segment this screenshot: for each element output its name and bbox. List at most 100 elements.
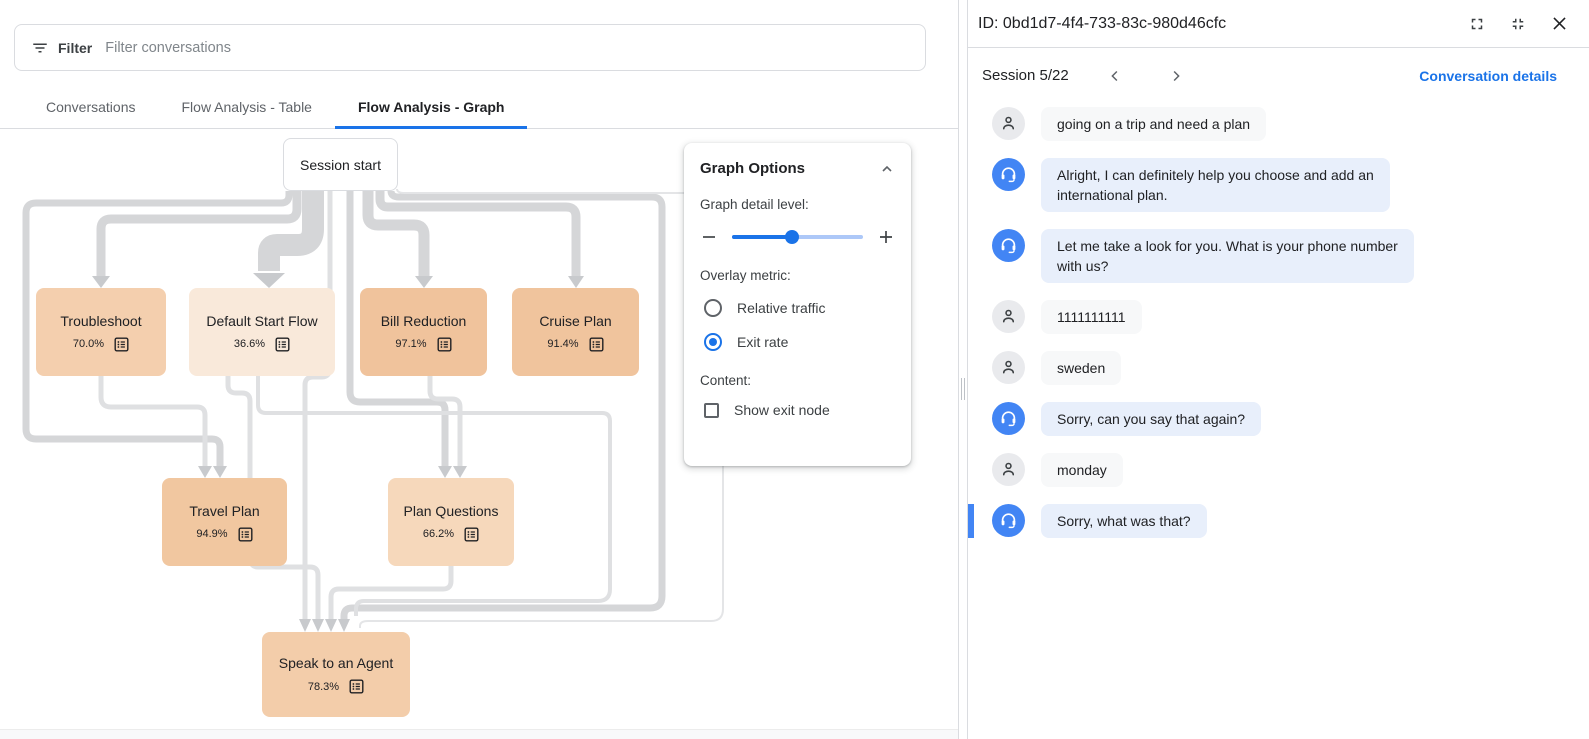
headset-icon (1001, 411, 1016, 427)
exit-rate-value: 66.2% (422, 528, 455, 540)
node-details-button[interactable] (589, 337, 604, 352)
next-session-button[interactable] (1167, 67, 1185, 85)
tab-flow-analysis-table[interactable]: Flow Analysis - Table (181, 99, 312, 115)
node-stats: 70.0% (73, 337, 129, 352)
node-session-start[interactable]: Session start (283, 138, 398, 191)
node-stats: 97.1% (395, 337, 452, 352)
left-section: Filter Conversations Flow Analysis - Tabl… (0, 24, 958, 739)
radio-exit-rate[interactable]: Exit rate (704, 333, 895, 351)
radio-icon (704, 299, 722, 317)
node-plan-questions[interactable]: Plan Questions 66.2% (388, 478, 514, 566)
exit-rate-value: 36.6% (233, 338, 266, 350)
agent-avatar (992, 229, 1025, 262)
node-label: Cruise Plan (539, 312, 612, 329)
radio-relative-traffic[interactable]: Relative traffic (704, 299, 895, 317)
exit-rate-value: 70.0% (72, 338, 105, 350)
agent-avatar (992, 402, 1025, 435)
user-avatar (992, 300, 1025, 333)
radio-label: Relative traffic (737, 300, 826, 316)
filter-icon (33, 43, 47, 52)
list-alt-icon (464, 527, 479, 542)
node-details-button[interactable] (275, 337, 290, 352)
list-alt-icon (114, 337, 129, 352)
radio-selected-icon (704, 333, 722, 351)
list-alt-icon (275, 337, 290, 352)
node-default-start-flow[interactable]: Default Start Flow 36.6% (189, 288, 335, 376)
person-icon (1002, 462, 1015, 476)
exit-rate-value: 78.3% (307, 680, 340, 693)
show-exit-node-checkbox[interactable]: Show exit node (704, 402, 895, 418)
chat-message-row: Alright, I can definitely help you choos… (968, 158, 1589, 212)
previous-session-button[interactable] (1106, 67, 1124, 85)
close-icon (1553, 17, 1566, 30)
tab-bar: Conversations Flow Analysis - Table Flow A… (0, 88, 958, 129)
filter-bar: Filter (14, 24, 926, 71)
user-avatar (992, 107, 1025, 140)
slider-fill (732, 235, 793, 239)
detail-level-slider[interactable] (732, 230, 863, 244)
conversation-panel: ID: 0bd1d7-4f4-733-83c-980d46cfc Session… (968, 0, 1589, 739)
agent-message-bubble: Sorry, can you say that again? (1041, 402, 1262, 436)
headset-icon (1001, 513, 1016, 529)
decrease-detail-button[interactable] (700, 228, 718, 246)
exit-rate-value: 91.4% (547, 338, 579, 350)
node-label: Speak to an Agent (278, 655, 394, 671)
list-alt-icon (437, 337, 452, 352)
panel-resize-handle[interactable] (958, 0, 968, 739)
graph-options-title: Graph Options (700, 160, 805, 177)
node-details-button[interactable] (238, 527, 253, 542)
node-details-button[interactable] (437, 337, 452, 352)
panel-header: ID: 0bd1d7-4f4-733-83c-980d46cfc (968, 0, 1589, 48)
plus-icon (880, 231, 892, 243)
node-label: Session start (300, 156, 381, 173)
agent-avatar (992, 504, 1025, 537)
node-cruise-plan[interactable]: Cruise Plan 91.4% (512, 288, 639, 376)
node-details-button[interactable] (114, 337, 129, 352)
increase-detail-button[interactable] (877, 228, 895, 246)
exit-rate-value: 97.1% (395, 338, 427, 350)
node-stats: 66.2% (423, 527, 479, 542)
fullscreen-button[interactable] (1468, 15, 1486, 33)
conversation-details-link[interactable]: Conversation details (1419, 67, 1557, 84)
node-label: Travel Plan (189, 502, 260, 519)
filter-conversations-input[interactable] (105, 39, 909, 56)
person-icon (1002, 360, 1015, 374)
horizontal-scrollbar[interactable] (0, 729, 958, 739)
chat-message-row: Sorry, can you say that again? (968, 402, 1589, 436)
exit-fullscreen-button[interactable] (1509, 15, 1527, 33)
chat-message-row: sweden (968, 351, 1589, 385)
minus-icon (703, 236, 715, 238)
tab-flow-analysis-graph[interactable]: Flow Analysis - Graph (334, 88, 528, 129)
agent-message-bubble: Sorry, what was that? (1041, 504, 1207, 538)
chat-message-row: Let me take a look for you. What is your… (968, 229, 1589, 283)
chevron-right-icon (1173, 70, 1180, 81)
filter-button[interactable]: Filter (31, 39, 92, 57)
content-label: Content: (700, 373, 752, 388)
node-label: Plan Questions (403, 502, 499, 519)
slider-thumb[interactable] (785, 230, 800, 244)
node-stats: 91.4% (547, 337, 604, 352)
radio-label: Exit rate (737, 334, 789, 350)
edge-arrowheads (92, 273, 584, 632)
chevron-left-icon (1111, 70, 1118, 81)
node-stats: 94.9% (196, 527, 253, 542)
exit-rate-value: 94.9% (196, 528, 228, 540)
node-details-button[interactable] (464, 527, 479, 542)
node-details-button[interactable] (349, 679, 364, 694)
node-travel-plan[interactable]: Travel Plan 94.9% (162, 478, 287, 566)
tab-conversations[interactable]: Conversations (46, 99, 136, 115)
session-counter: Session 5/22 (982, 67, 1069, 84)
close-panel-button[interactable] (1550, 14, 1569, 33)
chat-message-row: Sorry, what was that? (968, 504, 1589, 538)
node-label: Default Start Flow (206, 312, 318, 329)
agent-message-bubble: Let me take a look for you. What is your… (1041, 229, 1414, 283)
chevron-up-icon[interactable] (879, 161, 895, 177)
list-alt-icon (589, 337, 604, 352)
chat-message-row: going on a trip and need a plan (968, 107, 1589, 141)
node-speak-to-an-agent[interactable]: Speak to an Agent 78.3% (262, 632, 410, 717)
